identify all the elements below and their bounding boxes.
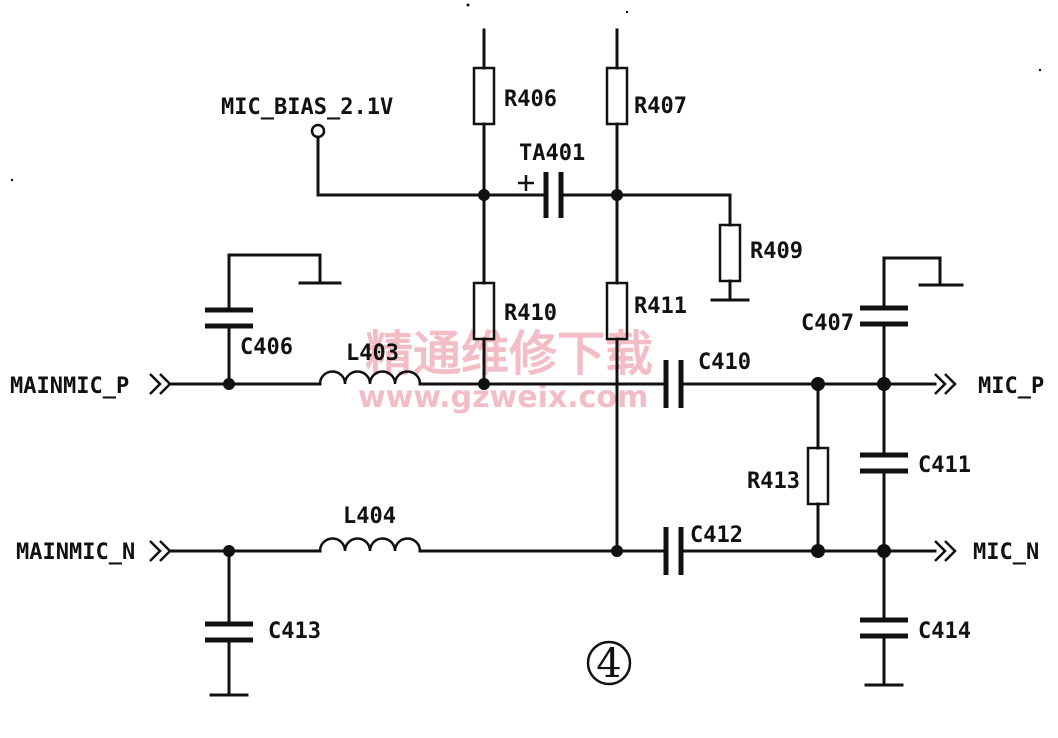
mic-p-connector <box>934 373 957 395</box>
junctions <box>223 189 891 558</box>
left-bias-column <box>472 28 496 386</box>
c407-label: C407 <box>801 311 854 336</box>
r413-label: R413 <box>747 469 800 494</box>
r413-resistor <box>806 446 830 506</box>
r409-resistor <box>718 223 742 283</box>
r409-branch <box>615 193 750 302</box>
ta401-label: TA401 <box>519 141 585 166</box>
watermark-url: www.gzweix.com <box>358 380 648 415</box>
r407-resistor <box>605 66 629 126</box>
c411-label: C411 <box>918 453 971 478</box>
c414-label: C414 <box>918 619 971 644</box>
mic-n-label: MIC_N <box>973 540 1039 565</box>
mic-bias-terminal <box>310 123 326 139</box>
l403-inductor <box>318 370 422 385</box>
figure-number-text: 4 <box>596 641 621 687</box>
r406-label: R406 <box>504 87 557 112</box>
positive-signal-line <box>149 360 957 408</box>
r410-label: R410 <box>504 301 557 326</box>
r409-label: R409 <box>750 239 803 264</box>
l404-inductor <box>318 537 422 552</box>
l404-label: L404 <box>343 504 396 529</box>
negative-signal-line <box>149 527 957 575</box>
ta401-capacitor <box>482 172 619 218</box>
mainmic-n-connector <box>149 540 172 562</box>
c412-label: C412 <box>690 523 743 548</box>
watermark-title: 精通维修下载 <box>365 326 653 382</box>
c410-label: C410 <box>698 350 751 375</box>
c406-label: C406 <box>240 335 293 360</box>
r407-label: R407 <box>634 94 687 119</box>
mic-bias-label: MIC_BIAS_2.1V <box>221 95 393 120</box>
mic-bias-feed <box>310 123 486 197</box>
r411-label: R411 <box>634 294 687 319</box>
l403-label: L403 <box>346 341 399 366</box>
mainmic-n-label: MAINMIC_N <box>16 540 135 565</box>
r406-resistor <box>472 66 496 126</box>
r413-branch <box>806 382 830 553</box>
c406-branch <box>205 253 342 386</box>
c413-label: C413 <box>268 619 321 644</box>
mainmic-p-label: MAINMIC_P <box>10 374 129 399</box>
figure-number: 4 <box>586 640 632 687</box>
c413-branch <box>205 549 253 697</box>
mic-p-label: MIC_P <box>978 374 1044 399</box>
mainmic-p-connector <box>149 373 172 395</box>
right-bias-column <box>605 28 629 553</box>
mic-n-connector <box>934 540 957 562</box>
